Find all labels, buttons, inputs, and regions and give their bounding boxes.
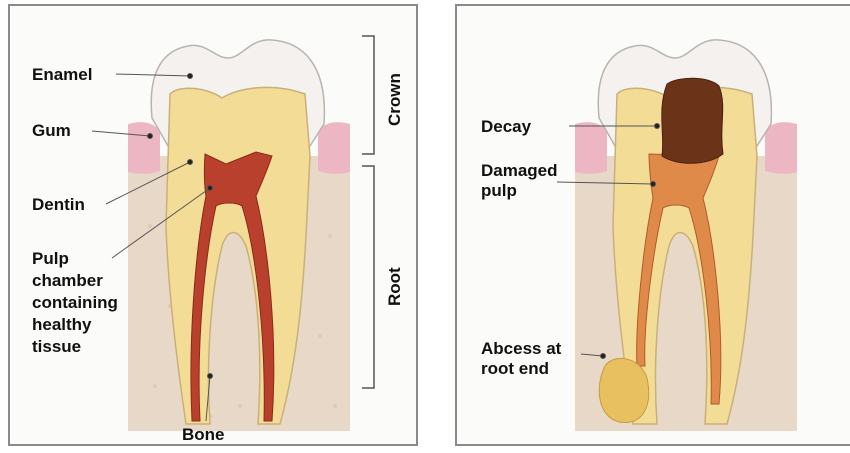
healthy-tooth-panel: Enamel Gum Dentin Pulp chamber containin… bbox=[8, 4, 418, 446]
gum-right bbox=[765, 122, 797, 174]
crown-bracket bbox=[362, 36, 374, 154]
label-damaged-line-2: pulp bbox=[481, 181, 517, 200]
label-decay: Decay bbox=[481, 117, 532, 136]
decayed-tooth-panel: Decay Damaged pulp Abcess at root end bbox=[455, 4, 850, 446]
label-bone: Bone bbox=[182, 425, 225, 444]
gum-left bbox=[128, 122, 160, 174]
label-dentin: Dentin bbox=[32, 195, 85, 214]
healthy-tooth-diagram: Enamel Gum Dentin Pulp chamber containin… bbox=[10, 6, 418, 446]
label-pulp-line-3: containing bbox=[32, 293, 118, 312]
label-pulp-line-5: tissue bbox=[32, 337, 81, 356]
label-enamel: Enamel bbox=[32, 65, 92, 84]
root-bracket bbox=[362, 166, 374, 388]
label-gum: Gum bbox=[32, 121, 71, 140]
label-crown: Crown bbox=[385, 73, 404, 126]
label-pulp-line-2: chamber bbox=[32, 271, 103, 290]
gum-right bbox=[318, 122, 350, 174]
gum-left bbox=[575, 122, 607, 174]
abscess bbox=[599, 358, 648, 422]
decay bbox=[662, 78, 723, 163]
label-abscess-line-1: Abcess at bbox=[481, 339, 562, 358]
label-damaged-line-1: Damaged bbox=[481, 161, 558, 180]
decayed-tooth-diagram: Decay Damaged pulp Abcess at root end bbox=[457, 6, 850, 446]
label-root: Root bbox=[385, 267, 404, 306]
label-pulp-line-4: healthy bbox=[32, 315, 92, 334]
label-abscess-line-2: root end bbox=[481, 359, 549, 378]
label-pulp-line-1: Pulp bbox=[32, 249, 69, 268]
